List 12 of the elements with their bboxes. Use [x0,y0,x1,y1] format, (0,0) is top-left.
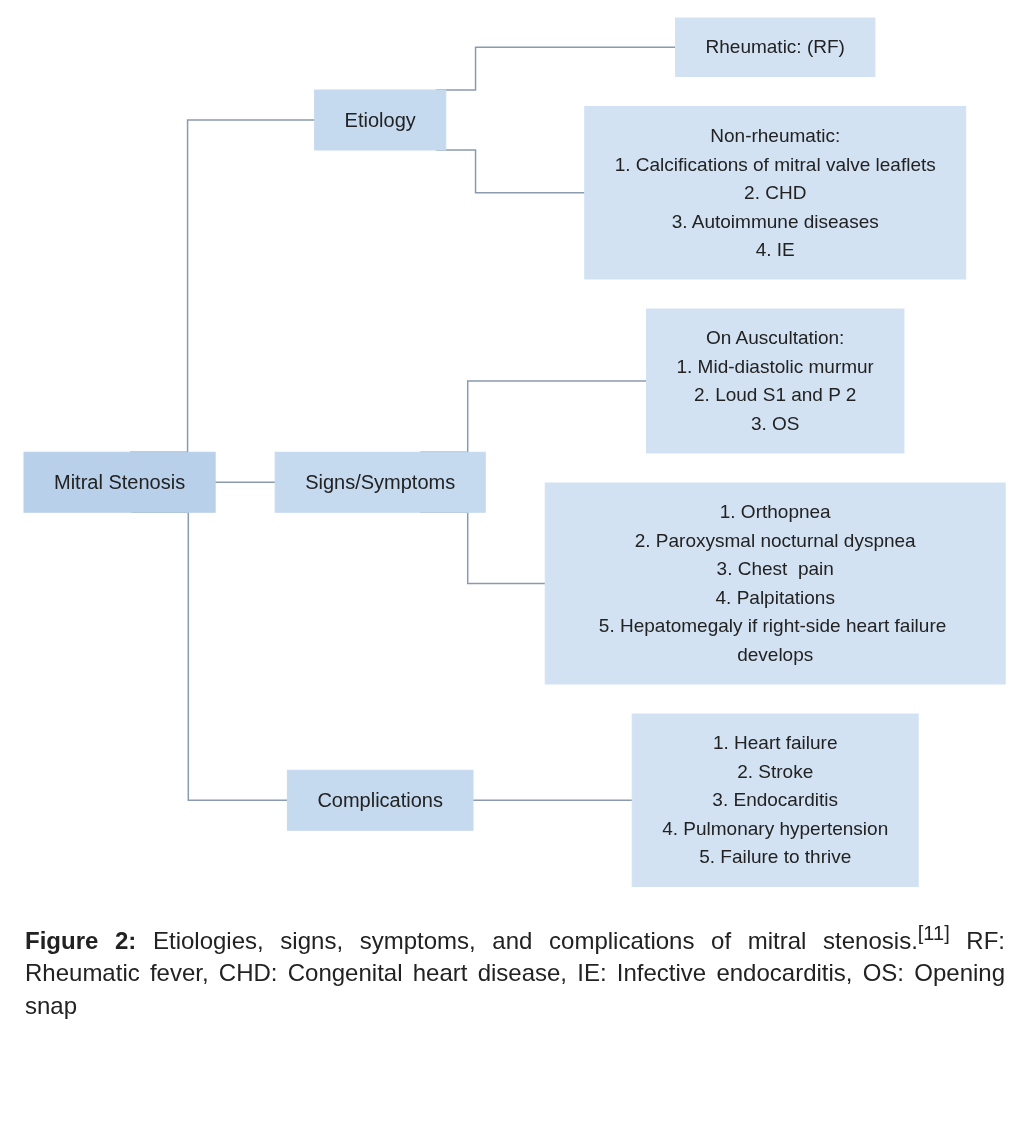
node-box: On Auscultation: 1. Mid-diastolic murmur 2. Loud S1 and P 2 3. OS [646,308,905,454]
node-box: Non-rheumatic: 1. Calcifications of mitral valve leaflets 2. CHD 3. Autoimmune diseases 4. IE [584,106,967,280]
node-box: Etiology [314,89,447,151]
connector [472,799,634,801]
node-box: Rheumatic: (RF) [675,17,876,77]
connector [214,481,277,483]
node-box: 1. Heart failure 2. Stroke 3. Endocarditis 4. Pulmonary hypertension 5. Failure to thrive [632,713,920,887]
node-box: Complications [287,769,474,831]
node-box: Signs/Symptoms [275,451,487,513]
figure-caption: Figure 2: Etiologies, signs, symptoms, and complications of mitral stenosis.$^{[11]}$ RF: Rheumatic fever, CHD: Congenital heart disease, IE: Infective endocarditis, OS: Opening snap [25,921,1005,1021]
node-box: 1. Orthopnea 2. Paroxysmal nocturnal dyspnea 3. Chest pain 4. Palpitations 5. Hepatomegaly if right-side heart failure develops [545,482,1007,685]
node-box: Mitral Stenosis [23,451,217,513]
